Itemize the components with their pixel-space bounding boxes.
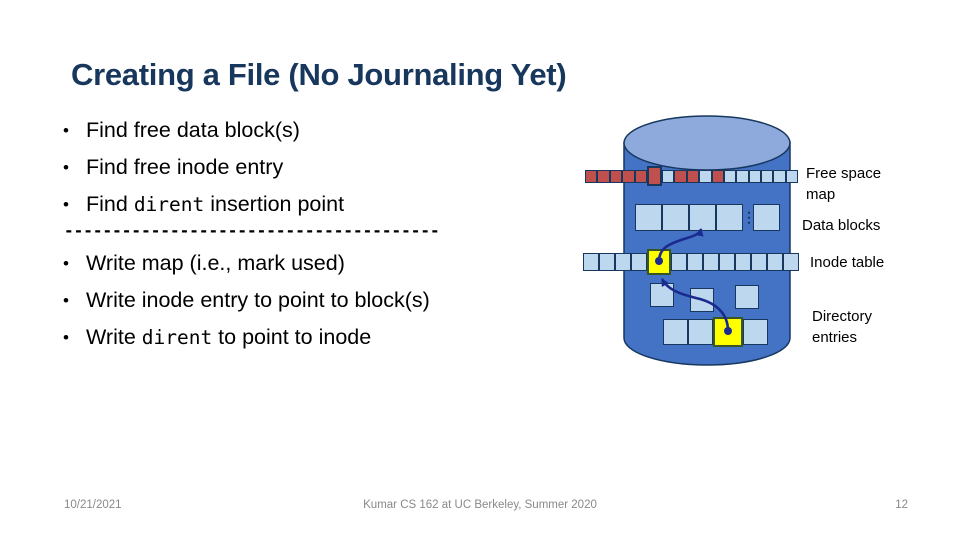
block-used (674, 169, 687, 183)
block-free (662, 203, 689, 231)
bullet-icon: • (63, 328, 69, 347)
block-used (711, 169, 724, 183)
block-free (583, 253, 599, 271)
bullet-icon: • (63, 291, 69, 310)
bullet-icon: • (63, 254, 69, 273)
block-free (716, 203, 743, 231)
footer-page-number: 12 (895, 499, 908, 511)
bullet-icon: • (63, 158, 69, 177)
block-free (751, 253, 767, 271)
block-free (663, 319, 688, 345)
block-free (748, 169, 762, 183)
directory-lower-row (663, 317, 768, 347)
footer-course-info: Kumar CS 162 at UC Berkeley, Summer 2020 (363, 499, 597, 511)
bullet-text-code: dirent (141, 326, 213, 349)
block-free (599, 253, 615, 271)
block-used (686, 169, 700, 183)
label-line: Free space (806, 165, 882, 182)
disk-cylinder-top (623, 115, 791, 171)
label-data-blocks: Data blocks (802, 217, 881, 234)
inode-table-row (583, 249, 799, 275)
data-blocks-row (635, 203, 780, 231)
block-free (690, 288, 714, 312)
block-free (699, 169, 712, 183)
free-space-map-row (585, 166, 799, 186)
bullet-text: Find free data block(s) (86, 118, 300, 142)
label-inode-table: Inode table (810, 254, 885, 271)
label-free-space-map: Free space map (806, 163, 881, 205)
slide-title: Creating a File (No Journaling Yet) (71, 57, 567, 92)
label-directory-entries: Directory entries (812, 306, 872, 348)
bullet-find-data-block: • Find free data block(s) (63, 112, 344, 149)
bullet-text: Write (86, 325, 142, 349)
block-used (597, 169, 610, 183)
bullet-icon: • (63, 121, 69, 140)
block-free (753, 203, 780, 231)
block-free (689, 203, 716, 231)
block-free (671, 253, 687, 271)
block-free (761, 169, 774, 183)
bullet-list-write: • Write map (i.e., mark used) • Write inod… (63, 245, 430, 356)
bullet-text: to point to inode (212, 325, 372, 349)
label-line: entries (812, 329, 858, 346)
block-inode (647, 249, 671, 275)
block-free (723, 169, 737, 183)
directory-upper-row (650, 283, 759, 313)
dashed-divider: --------------------------------------- (64, 221, 440, 240)
block-free (615, 253, 631, 271)
block-dirent (713, 317, 743, 347)
ellipsis-icon: ⋮ (742, 209, 756, 225)
bullet-write-inode-entry: • Write inode entry to point to block(s) (63, 282, 430, 319)
block-free (783, 253, 799, 271)
block-free (703, 253, 719, 271)
block-free (773, 169, 786, 183)
block-free (687, 253, 703, 271)
bullet-find-dirent: • Find dirent insertion point (63, 186, 344, 223)
bullet-icon: • (63, 195, 69, 214)
block-free (635, 203, 662, 231)
bullet-text: Write map (i.e., mark used) (86, 251, 345, 275)
block-used (609, 169, 623, 183)
block-free (719, 253, 735, 271)
block-free (735, 253, 751, 271)
block-free (650, 283, 674, 307)
footer-date: 10/21/2021 (64, 499, 122, 511)
bullet-write-dirent: • Write dirent to point to inode (63, 319, 430, 356)
block-used (585, 169, 598, 183)
bullet-text: insertion point (204, 192, 345, 216)
block-free (743, 319, 768, 345)
block-marked (646, 166, 662, 186)
block-free (688, 319, 713, 345)
block-free (661, 169, 675, 183)
block-free (767, 253, 783, 271)
bullet-list-find: • Find free data block(s) • Find free inod… (63, 112, 344, 223)
block-used (634, 169, 647, 183)
bullet-find-inode-entry: • Find free inode entry (63, 149, 344, 186)
label-line: Directory (812, 308, 873, 325)
bullet-text-code: dirent (133, 193, 205, 216)
block-free (631, 253, 647, 271)
bullet-text: Write inode entry to point to block(s) (86, 288, 430, 312)
block-free (735, 285, 759, 309)
block-used (622, 169, 635, 183)
bullet-text: Find (86, 192, 134, 216)
label-line: map (806, 186, 836, 203)
bullet-text: Find free inode entry (86, 155, 284, 179)
block-free (736, 169, 749, 183)
block-free (785, 169, 799, 183)
bullet-write-map: • Write map (i.e., mark used) (63, 245, 430, 282)
